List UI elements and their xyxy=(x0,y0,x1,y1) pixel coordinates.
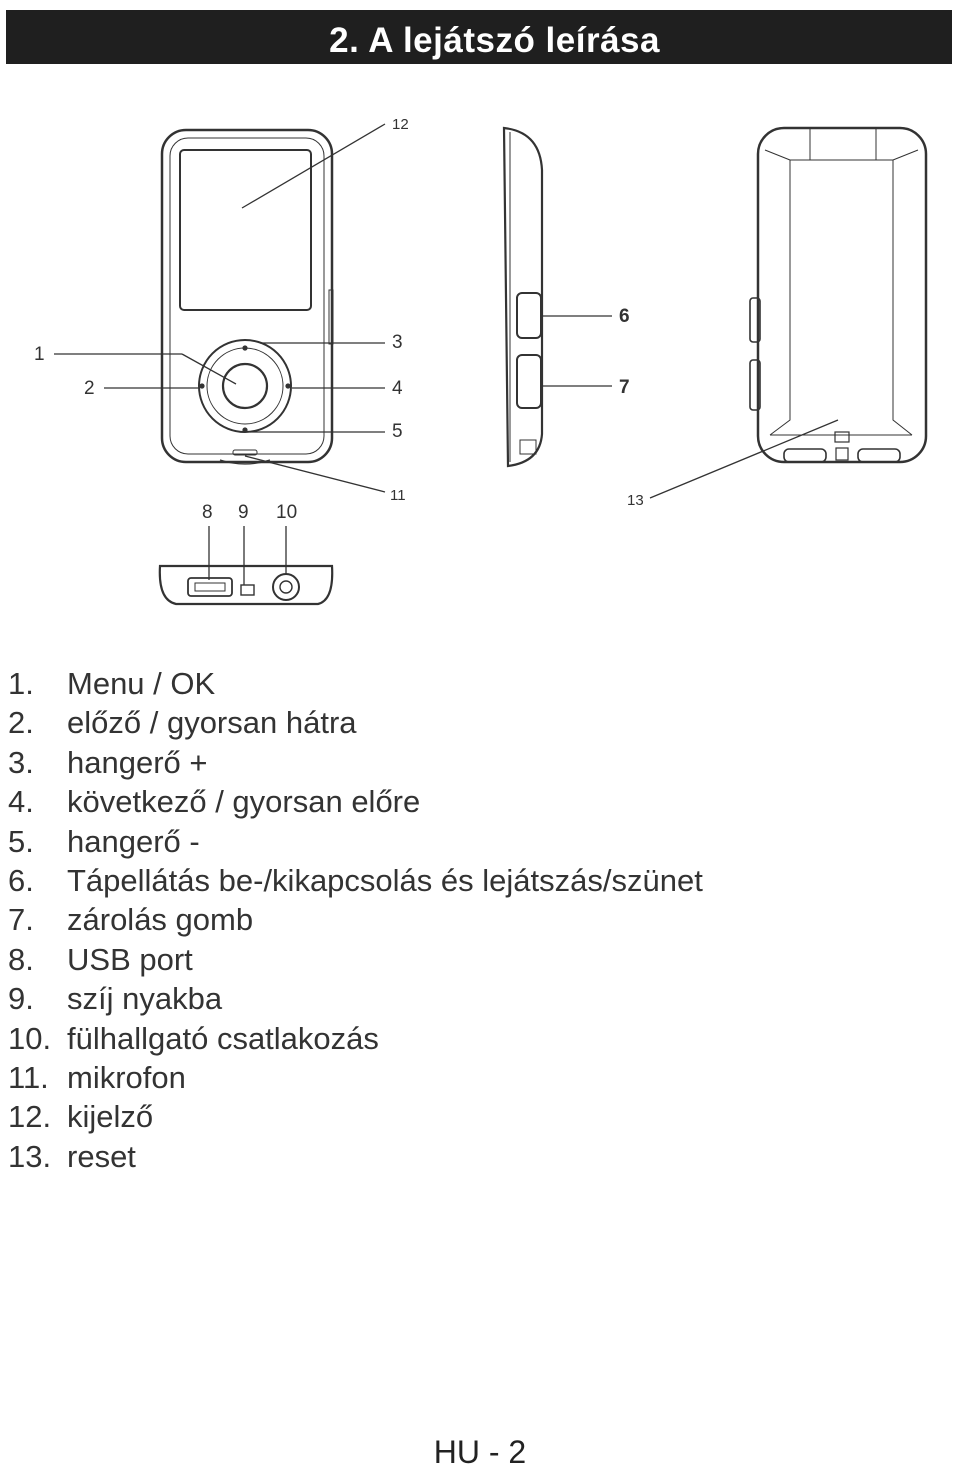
callout-1: 1 xyxy=(34,344,45,365)
lock-button xyxy=(516,354,542,409)
legend-item: 1.Menu / OK xyxy=(8,666,216,701)
reset-hole xyxy=(834,431,850,443)
callout-9: 9 xyxy=(238,502,249,523)
page-number: HU - 2 xyxy=(433,1434,527,1470)
legend-item: 6.Tápellátás be-/kikapcsolás és lejátszá… xyxy=(8,862,703,898)
legend-item: 10.fülhallgató csatlakozás xyxy=(8,1020,379,1056)
callout-13: 13 xyxy=(627,492,644,509)
legend-item: 13.reset xyxy=(8,1138,136,1174)
callout-8: 8 xyxy=(202,502,213,523)
bottom-view xyxy=(158,564,334,606)
page-header: 2. A lejátszó leírása xyxy=(6,10,952,64)
callout-12: 12 xyxy=(392,116,409,133)
callout-2: 2 xyxy=(84,378,95,399)
callout-3: 3 xyxy=(392,332,403,353)
menu-ok-button xyxy=(221,362,269,410)
callout-11: 11 xyxy=(390,487,406,504)
callout-5: 5 xyxy=(392,421,403,442)
legend-item: 11.mikrofon xyxy=(8,1059,186,1095)
microphone xyxy=(232,449,258,456)
power-play-button xyxy=(516,292,542,339)
legend-item: 5.hangerő - xyxy=(8,823,200,859)
legend-item: 3.hangerő + xyxy=(8,744,208,780)
parts-legend: 1.Menu / OK 2.előző / gyorsan hátra 3.ha… xyxy=(8,664,703,1176)
display-screen xyxy=(179,149,312,311)
callout-4: 4 xyxy=(392,378,403,399)
back-view xyxy=(749,126,928,464)
legend-item: 9.szíj nyakba xyxy=(8,981,223,1017)
legend-item: 2.előző / gyorsan hátra xyxy=(8,705,357,741)
legend-item: 12.kijelző xyxy=(8,1099,154,1135)
legend-item: 8.USB port xyxy=(8,941,193,977)
headphone-jack xyxy=(272,573,300,601)
side-view xyxy=(502,126,544,468)
callout-7: 7 xyxy=(619,377,630,398)
callout-10: 10 xyxy=(276,502,297,523)
control-wheel xyxy=(198,339,292,433)
front-view xyxy=(160,128,334,465)
legend-item: 7.zárolás gomb xyxy=(8,902,254,938)
usb-port xyxy=(187,577,233,597)
player-diagram: 12 1 2 3 4 5 11 8 9 10 6 7 13 xyxy=(34,116,928,606)
callout-6: 6 xyxy=(619,306,630,327)
legend-item: 4.következő / gyorsan előre xyxy=(8,784,421,820)
strap-hole xyxy=(240,584,255,596)
page-title: 2. A lejátszó leírása xyxy=(329,21,660,60)
